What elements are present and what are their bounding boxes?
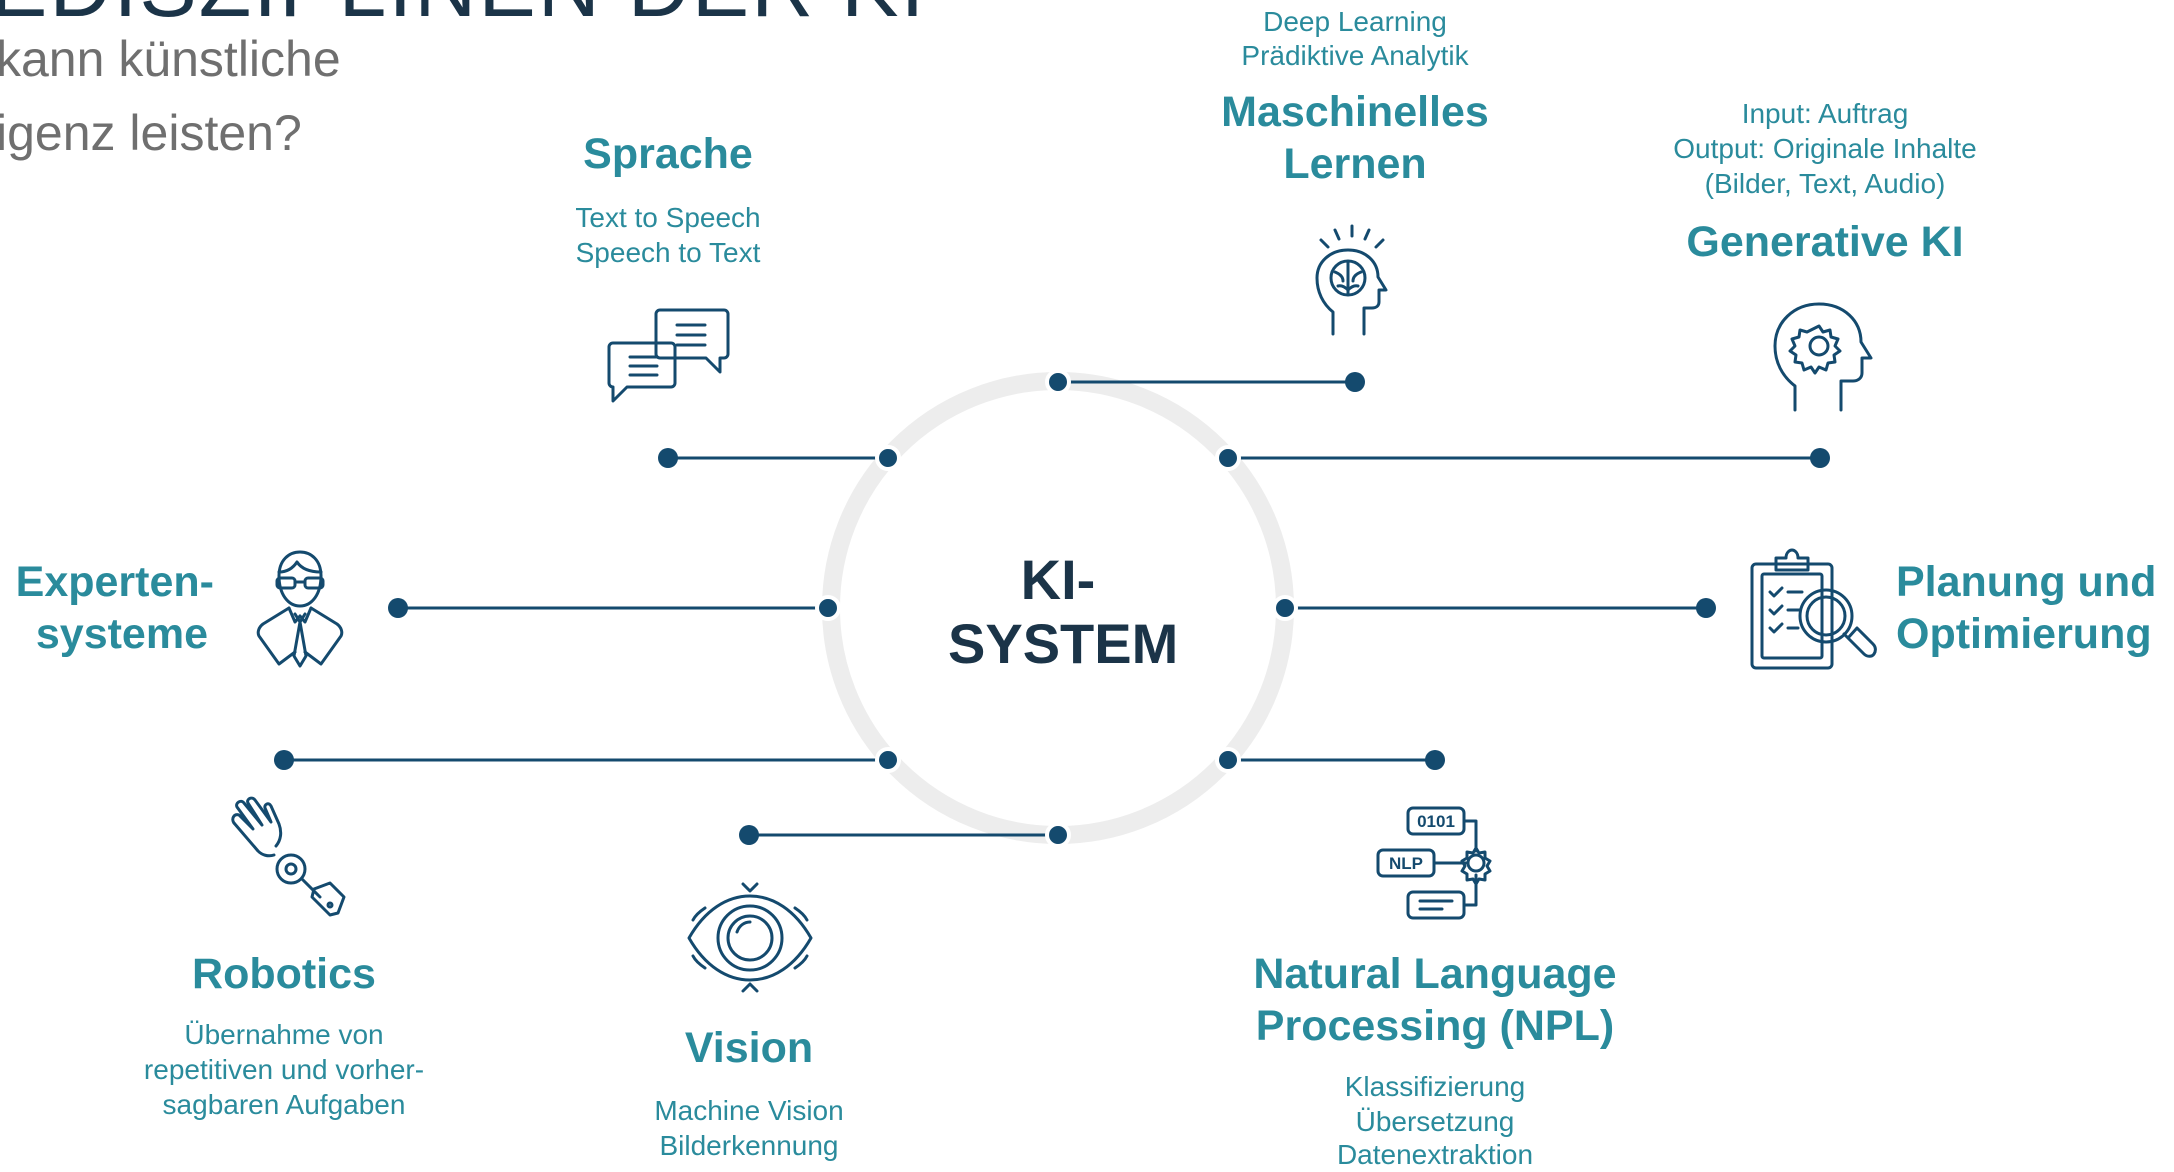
vision-desc-1: Machine Vision [654,1095,844,1126]
sprache-desc-2: Speech to Text [575,237,761,268]
robotics-desc-3: sagbaren Aufgaben [162,1089,406,1120]
genai-desc-2: Output: Originale Inhalte [1673,133,1977,164]
eye-icon [685,880,815,1000]
sprache-desc-1: Text to Speech [575,202,761,233]
nlp-desc-3: Datenextraktion [1336,1139,1534,1170]
sprache-title: Sprache [583,130,753,178]
head-brain-icon [1305,222,1405,347]
page-title: EDISZIPLINEN DER KI [0,0,926,37]
nlp-icon-label: NLP [1389,854,1423,873]
end-dot-genai [1810,448,1830,468]
planung-title-1: Planung und [1896,558,2157,606]
core-label-line-2: SYSTEM [948,612,1179,675]
nlp-title-2: Processing (NPL) [1255,1002,1615,1050]
ring-dot-sprache [875,445,901,471]
end-dot-vision [739,825,759,845]
nlp-icon-binary: 0101 [1417,812,1455,831]
core-label: KI- SYSTEM [948,548,1179,676]
end-dot-sprache [658,448,678,468]
robotics-desc-2: repetitiven und vorher- [143,1054,425,1085]
ring-dot-experten [815,595,841,621]
ml-title-1: Maschinelles [1221,88,1489,136]
subtitle-line-1: kann künstliche [0,31,341,87]
experten-title-1: Experten- [15,558,214,606]
end-dot-ml [1345,372,1365,392]
nlp-title-1: Natural Language [1253,950,1617,998]
nlp-desc-2: Übersetzung [1355,1106,1515,1137]
end-dot-robotics [274,750,294,770]
ring-dot-robotics [875,747,901,773]
end-dot-planung [1696,598,1716,618]
ring-dot-ml [1045,369,1071,395]
ml-pre-2: Prädiktive Analytik [1241,40,1469,71]
end-dot-nlp [1425,750,1445,770]
ml-title-2: Lernen [1283,140,1427,188]
robotics-desc-1: Übernahme von [184,1019,384,1050]
ring-dot-nlp [1215,747,1241,773]
vision-desc-2: Bilderkennung [659,1130,839,1161]
head-gear-icon [1765,296,1875,421]
ml-pre-1: Deep Learning [1263,6,1447,37]
robotics-title: Robotics [192,950,376,998]
core-label-line-1: KI- [1020,548,1096,611]
subtitle-line-2: igenz leisten? [0,105,302,161]
experten-title-2: systeme [35,610,208,658]
genai-desc-1: Input: Auftrag [1741,98,1909,129]
end-dot-experten [388,598,408,618]
robotic-arm-icon [222,796,347,935]
businessman-icon [255,548,345,678]
ring-dot-vision [1045,822,1071,848]
nlp-desc-1: Klassifizierung [1344,1071,1526,1102]
nlp-chip-icon: 0101 NLP [1370,800,1500,930]
vision-title: Vision [684,1024,814,1072]
chat-bubbles-icon [605,305,731,410]
genai-desc-3: (Bilder, Text, Audio) [1704,168,1946,199]
genai-title: Generative KI [1686,218,1964,266]
ring-dot-planung [1272,595,1298,621]
clipboard-magnifier-icon [1748,548,1878,678]
planung-title-2: Optimierung [1896,610,2152,658]
ring-dot-genai [1215,445,1241,471]
